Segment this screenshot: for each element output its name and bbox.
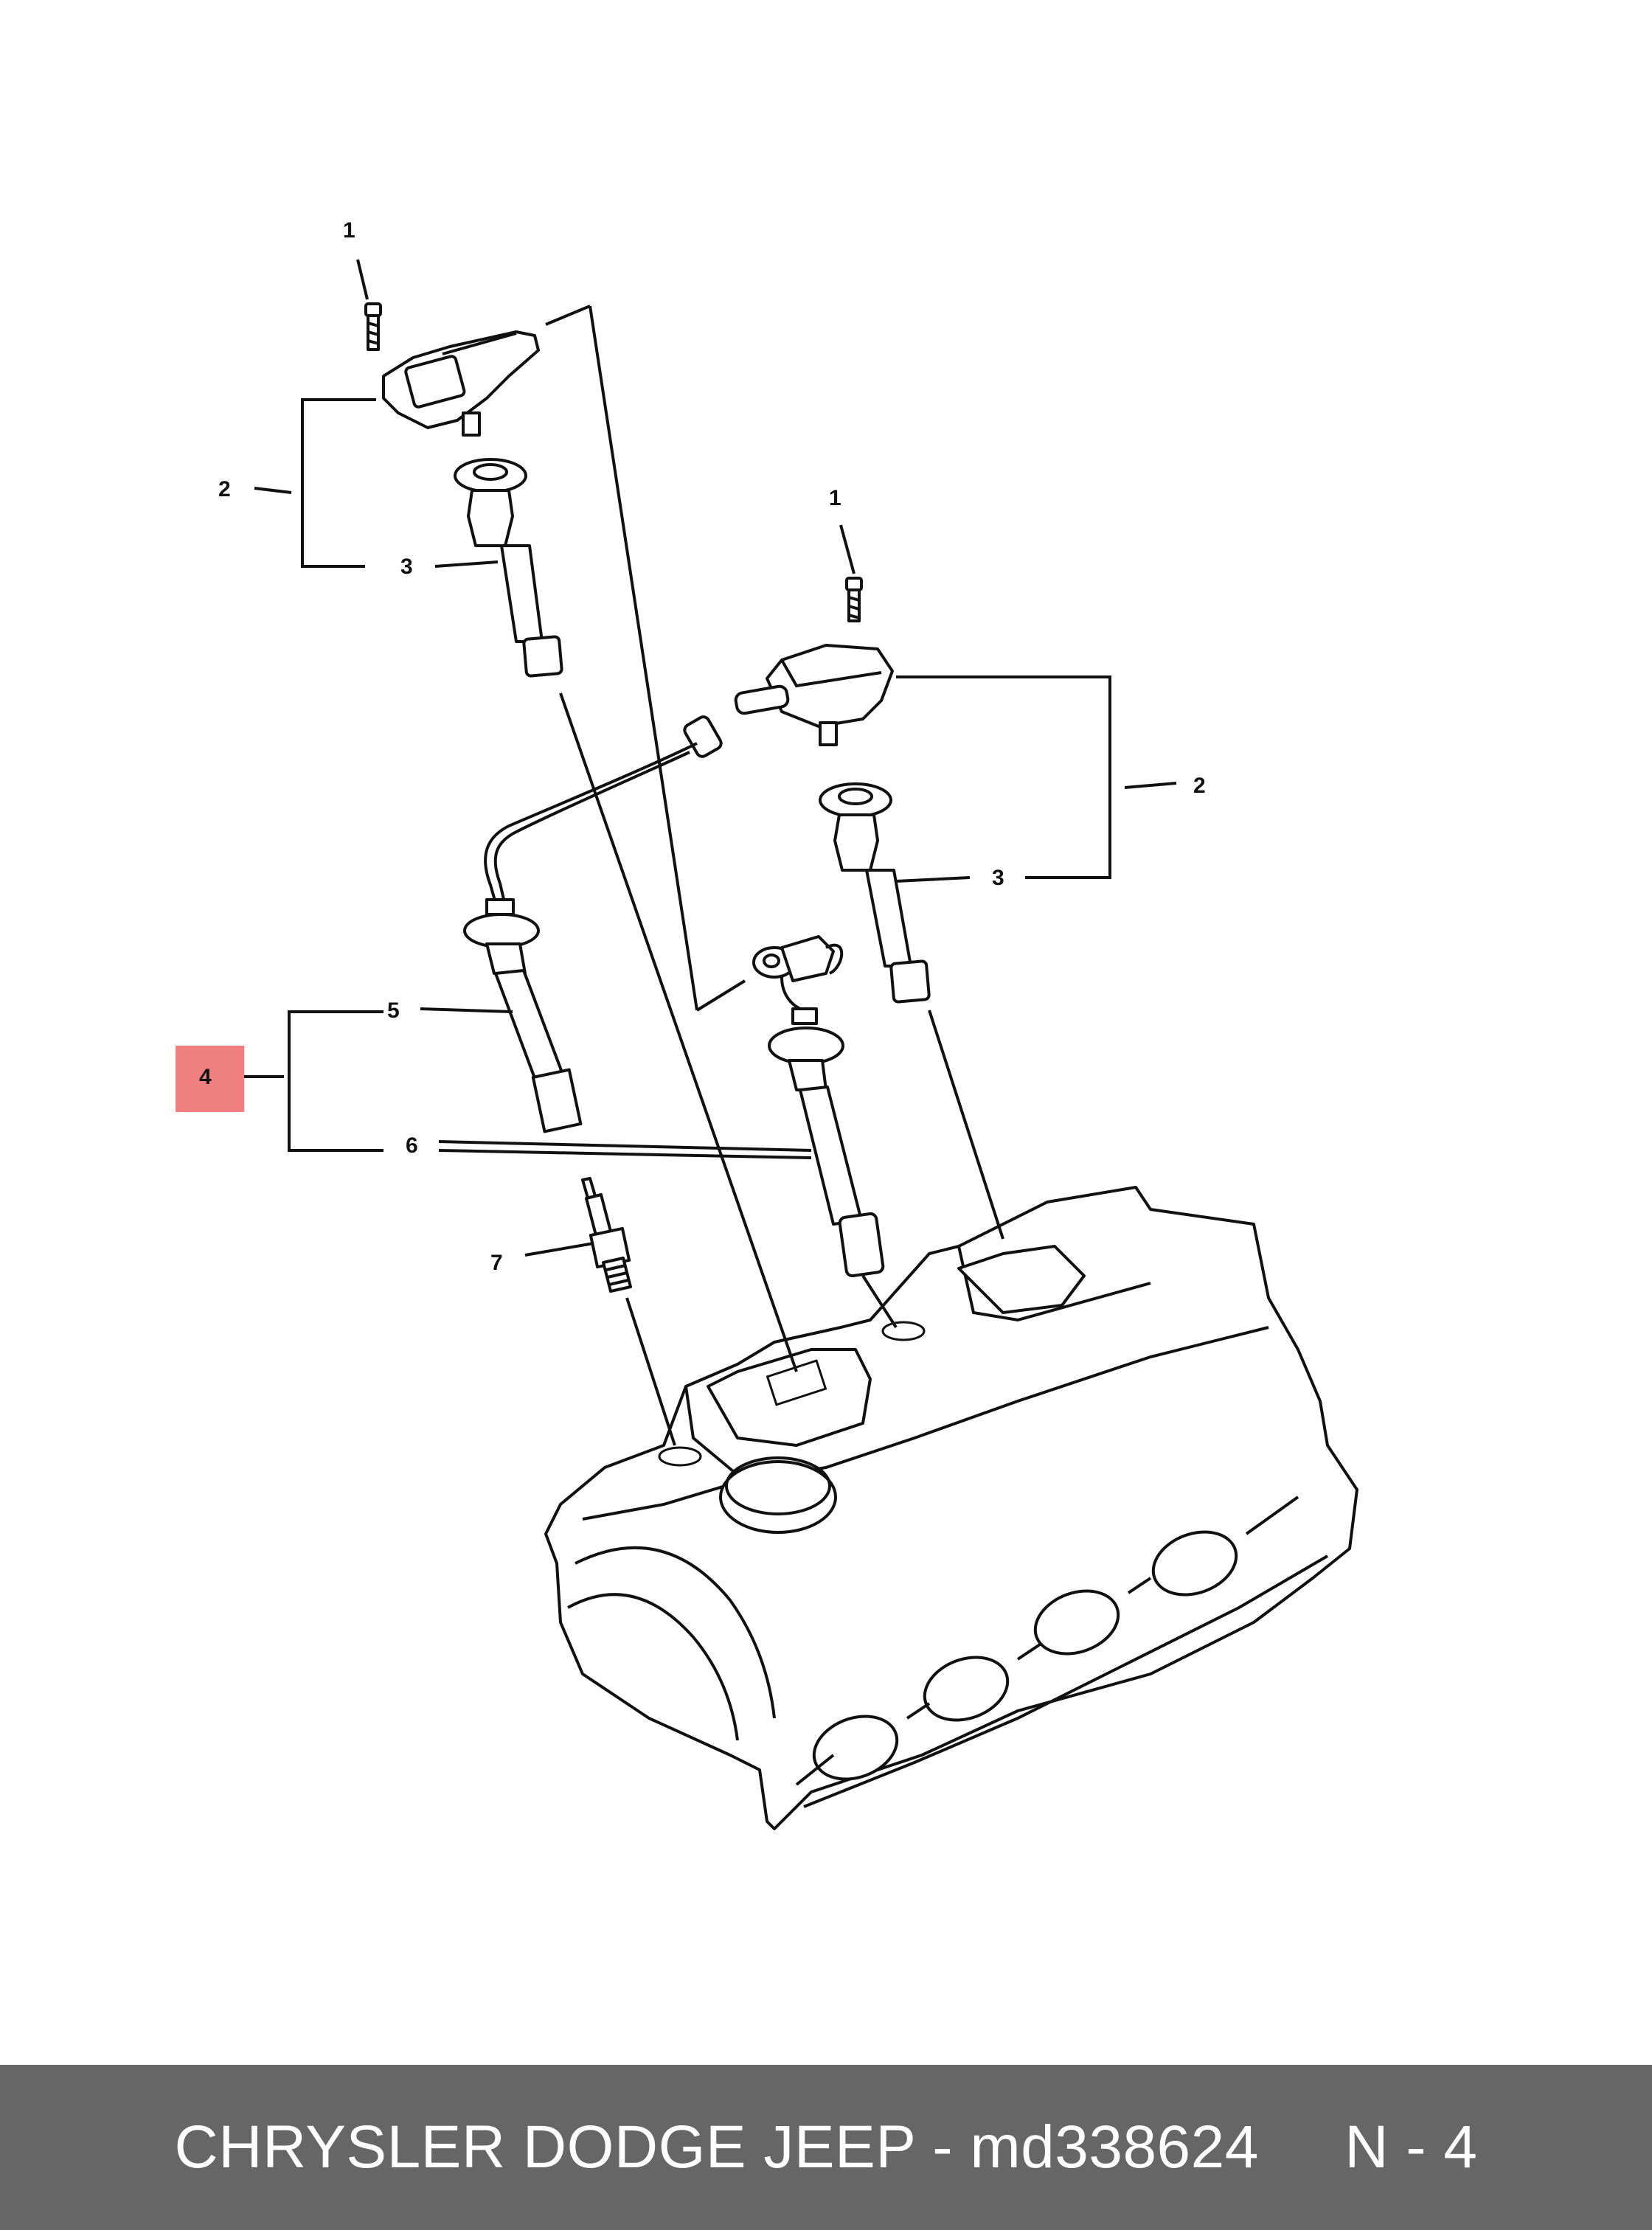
callout-1-right: 1 [829,486,841,510]
spark-plug [581,1177,632,1293]
bolt-right [845,577,863,622]
spark-plug-wire-5 [463,715,723,1133]
callout-5: 5 [387,998,400,1023]
spark-plug-wire-6 [752,935,885,1278]
callout-3-left: 3 [400,555,413,579]
bolt-left [364,302,382,351]
parts-diagram: 1 1 2 2 3 3 4 5 6 7 [176,218,1358,1830]
ignition-coil-right [734,577,931,1004]
callout-6: 6 [406,1133,418,1158]
callout-1-left: 1 [343,218,355,243]
callout-labels: 1 1 2 2 3 3 4 5 6 7 [199,218,1206,1275]
callout-2-right: 2 [1193,774,1206,798]
cylinder-head [544,1186,1358,1830]
footer-bar: CHRYSLER DODGE JEEP - md338624 N - 4 [0,2065,1652,2230]
leader-lines [243,259,1177,1257]
callout-4: 4 [199,1065,212,1089]
ignition-coil-left [364,302,563,678]
callout-3-right: 3 [992,866,1004,890]
alignment-lines [545,305,1004,1446]
callout-4-highlight [176,1046,244,1112]
callout-7: 7 [490,1251,503,1275]
footer-title: CHRYSLER DODGE JEEP - md338624 N - 4 [174,2113,1478,2181]
callout-2-left: 2 [218,477,231,501]
